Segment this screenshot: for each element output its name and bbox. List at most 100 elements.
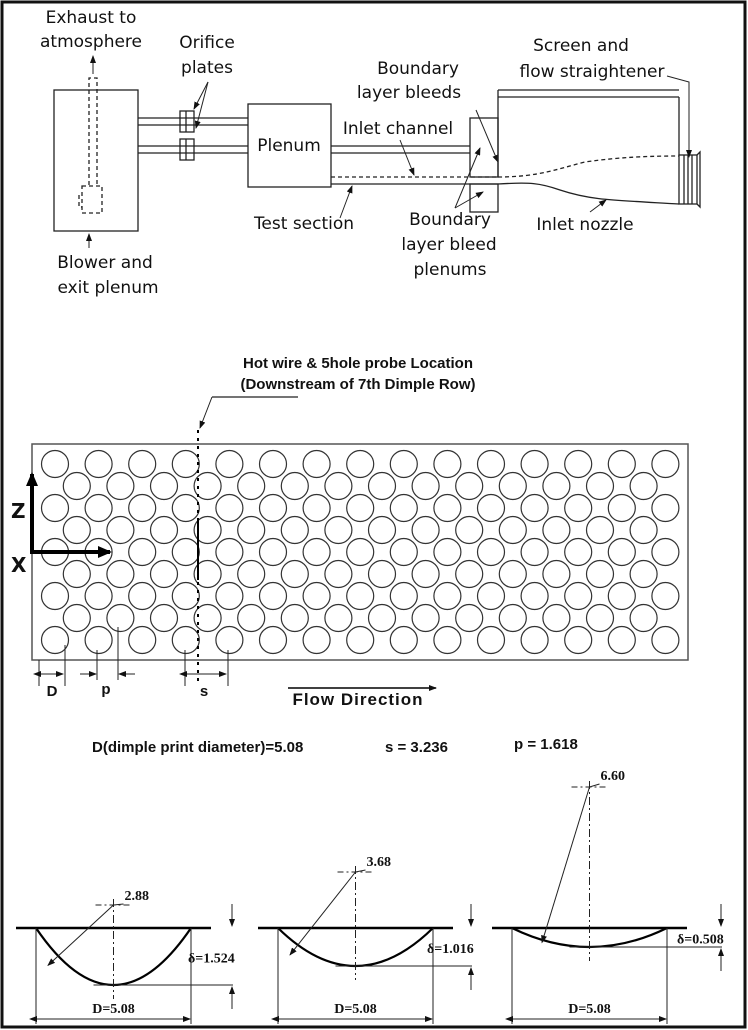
label-bleed-plenums-1: Boundary	[409, 210, 491, 230]
dimple	[302, 493, 331, 523]
dimple	[476, 537, 506, 567]
dimple	[520, 493, 549, 523]
dimple	[40, 625, 70, 655]
x-axis-label: X	[11, 553, 27, 577]
dimple	[629, 559, 658, 589]
label-screen-2: flow straightener	[520, 62, 665, 82]
dimple	[258, 581, 288, 611]
dimple	[433, 537, 462, 567]
dimple	[651, 625, 680, 655]
dimple	[607, 537, 636, 567]
dimple	[237, 471, 266, 501]
dimple	[324, 559, 353, 589]
dimple	[411, 559, 440, 589]
dimple	[149, 603, 179, 633]
dimple	[128, 493, 157, 523]
dimple	[171, 625, 200, 655]
dimple	[607, 581, 636, 611]
dimple	[411, 515, 440, 545]
dimple	[106, 559, 135, 589]
param-s: s = 3.236	[385, 739, 448, 756]
dim-D-label: D	[47, 683, 58, 700]
dimple	[62, 471, 91, 501]
dimple	[389, 537, 418, 567]
dimple	[193, 559, 222, 589]
dimple	[498, 471, 527, 501]
dimple	[564, 625, 593, 655]
label-plenum: Plenum	[257, 136, 321, 156]
dimple	[302, 581, 331, 611]
dimple	[324, 471, 353, 501]
dimple	[149, 515, 179, 545]
dimple	[651, 493, 680, 523]
dimple	[564, 493, 593, 523]
dimple	[128, 449, 157, 479]
dimple	[215, 449, 244, 479]
label-screen-1: Screen and	[533, 36, 629, 56]
dimple	[433, 493, 462, 523]
dimple	[607, 449, 636, 479]
dimple	[564, 581, 593, 611]
param-D: D(dimple print diameter)=5.08	[92, 739, 303, 756]
dimple	[389, 581, 418, 611]
flow-direction-label: Flow Direction	[292, 690, 423, 709]
dim-p-label: p	[101, 681, 110, 698]
label-test-section: Test section	[253, 214, 354, 234]
blower-fan	[78, 185, 103, 214]
dimple	[62, 559, 91, 589]
orifice-plate-1	[179, 110, 195, 133]
dimple	[455, 603, 484, 633]
dimple	[302, 449, 331, 479]
param-p: p = 1.618	[514, 736, 578, 753]
dimple	[106, 603, 135, 633]
dimple	[367, 515, 397, 545]
profile-2: D=5.083.68δ=1.016	[258, 855, 474, 1024]
label-orifice-1: Orifice	[179, 33, 235, 53]
radius-label: 3.68	[367, 855, 392, 870]
screen-straightener	[678, 150, 701, 209]
dimple	[128, 625, 157, 655]
label-bl-bleeds-1: Boundary	[377, 59, 459, 79]
blower-box	[53, 89, 139, 232]
bleed-plenum-upper	[469, 117, 499, 178]
dimple	[498, 559, 527, 589]
dimple	[520, 537, 549, 567]
profile-1: D=5.082.88δ=1.524	[16, 889, 235, 1024]
dimple	[542, 603, 571, 633]
dimple	[171, 537, 200, 567]
dimple	[258, 493, 288, 523]
dimple	[84, 449, 113, 479]
dimple	[433, 625, 462, 655]
dimple	[84, 625, 113, 655]
dimple	[280, 603, 309, 633]
dimple	[40, 581, 70, 611]
dimple	[62, 515, 91, 545]
dimple	[346, 493, 375, 523]
dimple	[542, 559, 571, 589]
dim-s-label: s	[200, 683, 208, 700]
facility-labels: Exhaust to atmosphere Orifice plates Ple…	[40, 8, 665, 298]
dimple	[280, 515, 309, 545]
dimple	[324, 603, 353, 633]
dimple	[171, 493, 200, 523]
dimple	[215, 581, 244, 611]
radius-leader	[289, 871, 356, 956]
dimple	[346, 449, 375, 479]
dimple	[476, 581, 506, 611]
dimple	[84, 493, 113, 523]
dimple	[389, 493, 418, 523]
dimple	[498, 603, 527, 633]
dimple-grid	[40, 449, 680, 655]
dimple	[433, 449, 462, 479]
dimple	[585, 471, 615, 501]
label-exhaust-1: Exhaust to	[46, 8, 137, 28]
dimple	[476, 449, 506, 479]
dimple	[476, 625, 506, 655]
exhaust-duct	[88, 77, 98, 185]
label-blower-1: Blower and	[57, 253, 153, 273]
dimple	[193, 603, 222, 633]
dimple	[237, 559, 266, 589]
dimple	[193, 471, 222, 501]
dimple	[629, 603, 658, 633]
dimple	[651, 581, 680, 611]
